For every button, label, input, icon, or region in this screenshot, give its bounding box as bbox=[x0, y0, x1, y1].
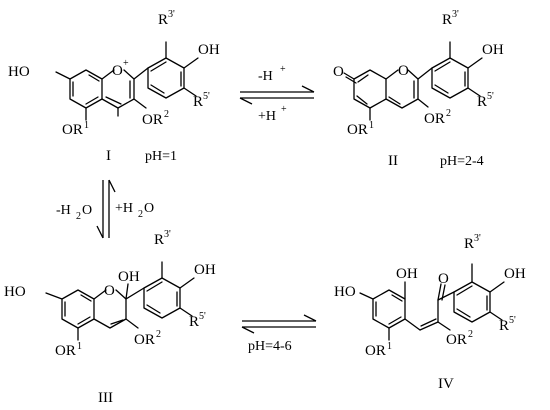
III-r3: R bbox=[154, 232, 164, 248]
I-II-forward-label: -H bbox=[258, 69, 273, 84]
III-or1: OR bbox=[55, 343, 76, 359]
IV-or2: OR bbox=[446, 332, 467, 348]
II-keto-o: O bbox=[333, 64, 344, 80]
III-oh-c2: OH bbox=[118, 269, 140, 285]
I-II-reverse-label: +H bbox=[258, 109, 276, 124]
I-oh-right: OH bbox=[198, 42, 220, 58]
IV-r5-sup: 5' bbox=[509, 315, 516, 326]
II-or1-sup: 1 bbox=[369, 120, 374, 131]
structure-I-bonds bbox=[55, 41, 199, 121]
I-ho-left: HO bbox=[8, 64, 30, 80]
equilibrium-I-II: -H + +H + bbox=[239, 64, 315, 124]
structure-IV-bonds bbox=[359, 263, 505, 341]
III-or2-sup: 2 bbox=[156, 329, 161, 340]
I-or1-sup: 1 bbox=[84, 120, 89, 131]
IV-keto-o: O bbox=[438, 271, 449, 287]
III-ring-o: O bbox=[104, 283, 115, 299]
I-II-reverse-sup: + bbox=[281, 104, 287, 115]
II-r5-sup: 5' bbox=[487, 91, 494, 102]
equilibrium-III-IV: pH=4-6 bbox=[241, 314, 317, 354]
IV-r3: R bbox=[464, 236, 474, 252]
I-II-forward-sup: + bbox=[280, 64, 286, 75]
II-or1: OR bbox=[347, 122, 368, 138]
III-ho-left: HO bbox=[4, 284, 26, 300]
II-oh-right: OH bbox=[482, 42, 504, 58]
I-III-left-a: -H bbox=[56, 203, 71, 218]
III-r5: R bbox=[189, 314, 199, 330]
I-label: I bbox=[106, 148, 111, 164]
I-III-left-b: O bbox=[82, 203, 92, 218]
II-r3-sup: 3' bbox=[452, 9, 459, 20]
IV-or1-sup: 1 bbox=[387, 341, 392, 352]
III-or1-sup: 1 bbox=[77, 341, 82, 352]
III-r3-sup: 3' bbox=[164, 229, 171, 240]
III-IV-condition: pH=4-6 bbox=[248, 339, 292, 354]
I-oxonium-charge: + bbox=[123, 58, 129, 69]
I-or2: OR bbox=[142, 112, 163, 128]
IV-or2-sup: 2 bbox=[468, 329, 473, 340]
I-r5: R bbox=[193, 94, 203, 110]
II-r5: R bbox=[477, 94, 487, 110]
structure-III-bonds bbox=[45, 261, 195, 341]
I-III-left-sub: 2 bbox=[76, 211, 81, 222]
II-label: II bbox=[388, 153, 398, 169]
equilibrium-I-III: -H 2 O +H 2 O bbox=[56, 179, 154, 239]
I-ph: pH=1 bbox=[145, 149, 177, 164]
I-III-right-a: +H bbox=[115, 201, 133, 216]
I-III-right-b: O bbox=[144, 201, 154, 216]
IV-or1: OR bbox=[365, 343, 386, 359]
structure-IV: HO OH O OH R 3' R 5' OR 2 OR 1 IV bbox=[334, 233, 526, 392]
structure-III: HO O OH OH R 3' R 5' OR 2 OR 1 III bbox=[4, 229, 216, 406]
II-ph: pH=2-4 bbox=[440, 154, 484, 169]
I-oxonium-o: O bbox=[112, 63, 123, 79]
I-or2-sup: 2 bbox=[164, 109, 169, 120]
IV-oh-top: OH bbox=[396, 266, 418, 282]
III-or2: OR bbox=[134, 332, 155, 348]
I-r3: R bbox=[158, 12, 168, 28]
structure-II-bonds bbox=[343, 41, 483, 121]
III-label: III bbox=[98, 390, 113, 406]
II-r3: R bbox=[442, 12, 452, 28]
structure-I: HO O + OH R 3' R 5' OR 2 OR 1 I pH=1 bbox=[8, 9, 220, 164]
I-III-right-sub: 2 bbox=[138, 209, 143, 220]
II-or2: OR bbox=[424, 111, 445, 127]
I-r3-sup: 3' bbox=[168, 9, 175, 20]
IV-r5: R bbox=[499, 318, 509, 334]
II-or2-sup: 2 bbox=[446, 108, 451, 119]
I-r5-sup: 5' bbox=[203, 91, 210, 102]
IV-oh-right: OH bbox=[504, 266, 526, 282]
IV-label: IV bbox=[438, 376, 454, 392]
II-ring-o: O bbox=[398, 63, 409, 79]
IV-ho-left: HO bbox=[334, 284, 356, 300]
III-oh-right: OH bbox=[194, 262, 216, 278]
I-or1: OR bbox=[62, 122, 83, 138]
IV-r3-sup: 3' bbox=[474, 233, 481, 244]
structure-II: O O OH R 3' R 5' OR 2 OR 1 II pH=2-4 bbox=[333, 9, 504, 169]
III-r5-sup: 5' bbox=[199, 311, 206, 322]
